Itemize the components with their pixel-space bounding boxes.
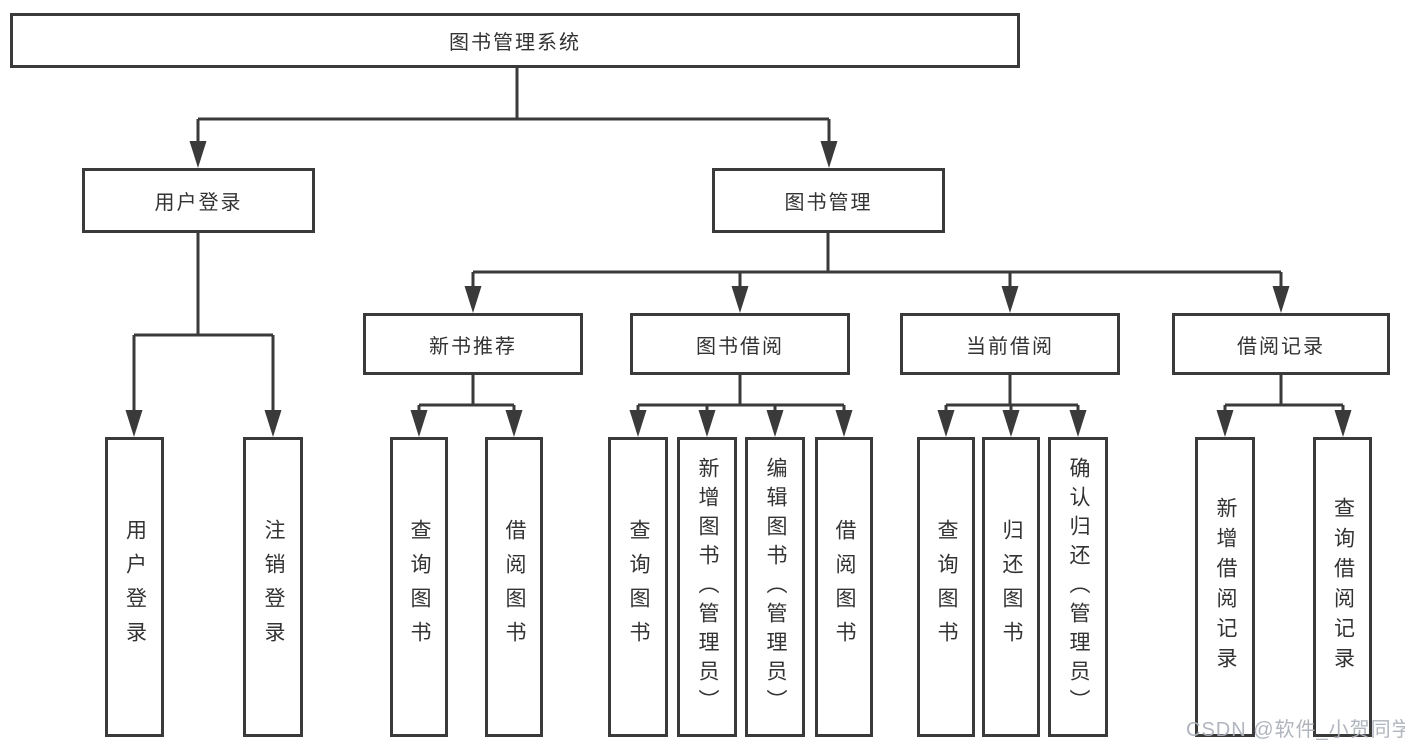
leaf-return-book: 归还图书	[982, 437, 1040, 737]
leaf-user-login: 用户登录	[105, 437, 164, 737]
node-book-borrow: 图书借阅	[630, 313, 850, 375]
leaf-add-book-admin: 新增图书（管理员）	[677, 437, 737, 737]
csdn-watermark: CSDN @软件_小贺同学	[1186, 719, 1405, 741]
leaf-edit-book-admin: 编辑图书（管理员）	[745, 437, 805, 737]
node-user-login: 用户登录	[82, 168, 315, 233]
leaf-query-borrow-record: 查询借阅记录	[1313, 437, 1372, 737]
node-new-book-recommend: 新书推荐	[363, 313, 583, 375]
leaf-recommend-borrow-book: 借阅图书	[485, 437, 543, 737]
arrowheads	[125, 141, 1352, 437]
leaf-confirm-return-admin: 确认归还（管理员）	[1048, 437, 1108, 737]
leaf-borrow-query-book: 查询图书	[608, 437, 668, 737]
leaf-logout: 注销登录	[243, 437, 303, 737]
leaf-add-borrow-record: 新增借阅记录	[1195, 437, 1255, 737]
leaf-recommend-query-book: 查询图书	[390, 437, 448, 737]
node-root: 图书管理系统	[10, 13, 1020, 68]
node-book-management: 图书管理	[712, 168, 945, 233]
leaf-borrow-borrow-book: 借阅图书	[815, 437, 873, 737]
leaf-current-query-book: 查询图书	[917, 437, 975, 737]
node-borrow-record: 借阅记录	[1172, 313, 1390, 375]
node-current-borrow: 当前借阅	[900, 313, 1120, 375]
